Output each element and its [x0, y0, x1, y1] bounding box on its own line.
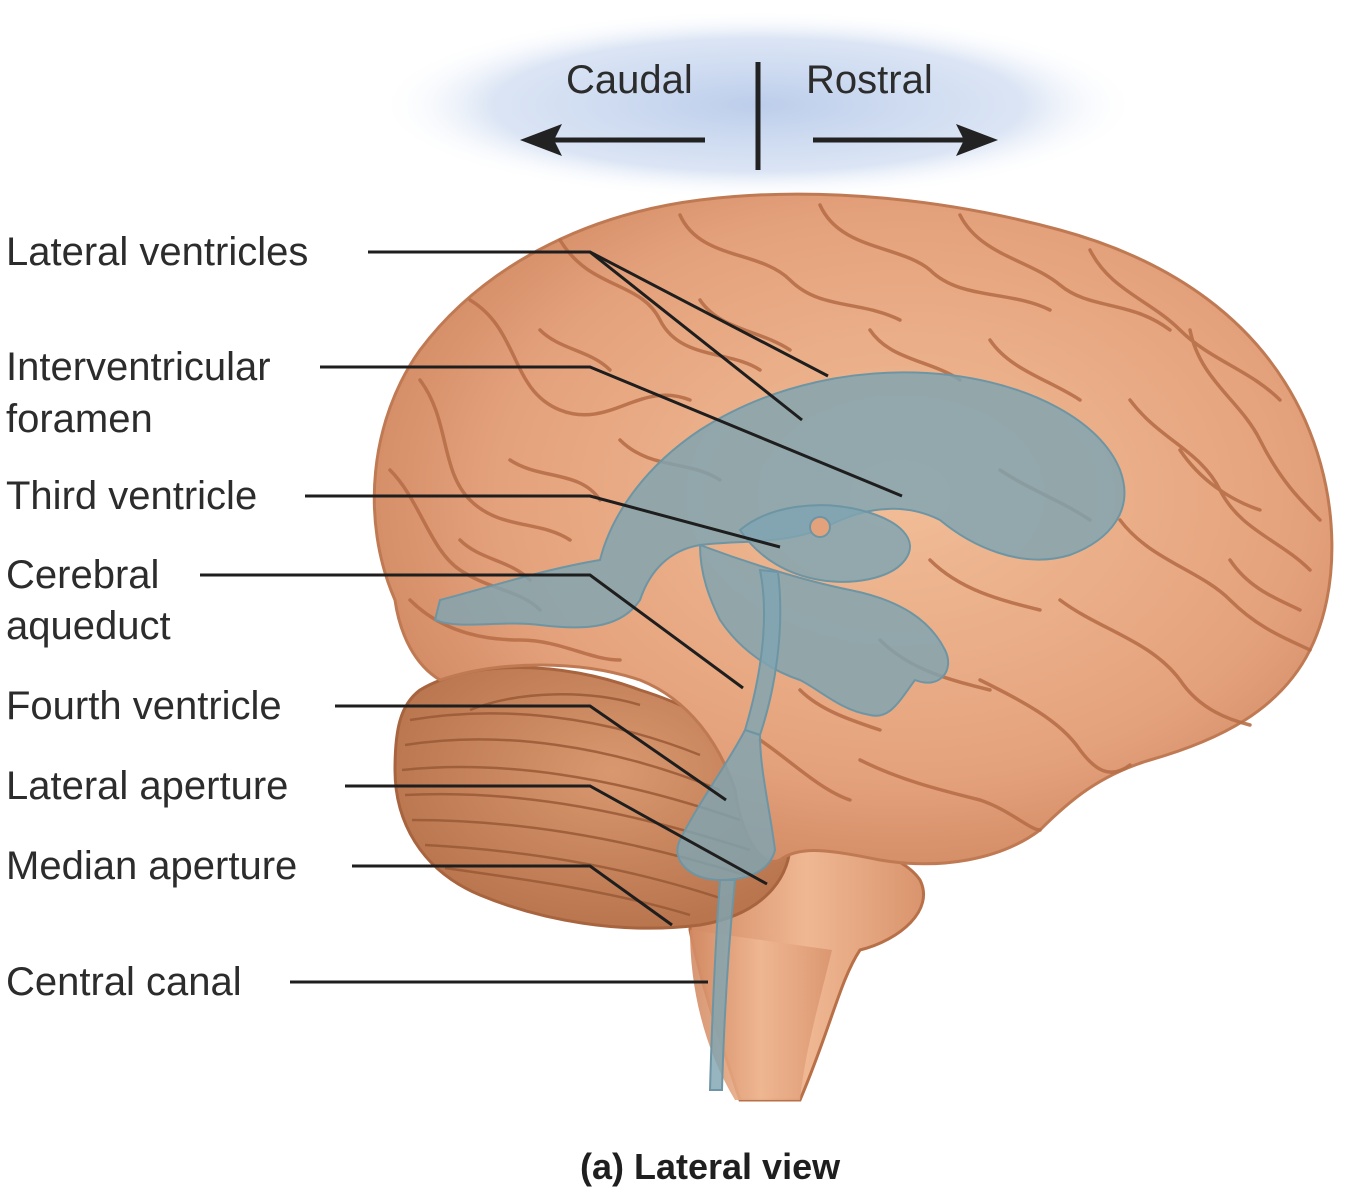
- third-ventricle-shape: [738, 504, 911, 583]
- label-lateral-ventricles: Lateral ventricles: [6, 230, 309, 274]
- label-central-canal: Central canal: [6, 960, 242, 1004]
- label-fourth-ventricle: Fourth ventricle: [6, 684, 282, 728]
- rostral-label: Rostral: [806, 58, 933, 102]
- lateral-ventricle-shape: [433, 371, 1126, 629]
- figure-caption: (a) Lateral view: [580, 1146, 841, 1187]
- leader-cerebral-aqueduct: [200, 573, 744, 690]
- leader-third-ventricle: [305, 494, 781, 549]
- leader-lateral-ventricles-2: [589, 250, 803, 422]
- interventricular-foramen-dot: [809, 516, 831, 538]
- caudal-arrow-icon: [520, 124, 705, 156]
- central-canal-shape: [708, 879, 737, 1091]
- rostral-arrow-icon: [813, 124, 998, 156]
- label-interventricular-line2: foramen: [6, 397, 153, 441]
- leader-lateral-aperture: [345, 784, 768, 886]
- leader-fourth-ventricle: [335, 704, 727, 802]
- leader-median-aperture: [352, 864, 673, 927]
- label-third-ventricle: Third ventricle: [6, 474, 258, 518]
- label-interventricular-line1: Interventricular: [6, 345, 271, 389]
- label-median-aperture: Median aperture: [6, 844, 298, 888]
- label-cerebral-aqueduct-line2: aqueduct: [6, 604, 171, 648]
- label-lateral-aperture: Lateral aperture: [6, 764, 289, 808]
- leader-lines: [200, 250, 903, 984]
- leader-interventricular: [320, 365, 903, 498]
- label-cerebral-aqueduct-line1: Cerebral: [6, 553, 160, 597]
- caudal-label: Caudal: [566, 58, 693, 102]
- ventricular-system: [433, 371, 1126, 1091]
